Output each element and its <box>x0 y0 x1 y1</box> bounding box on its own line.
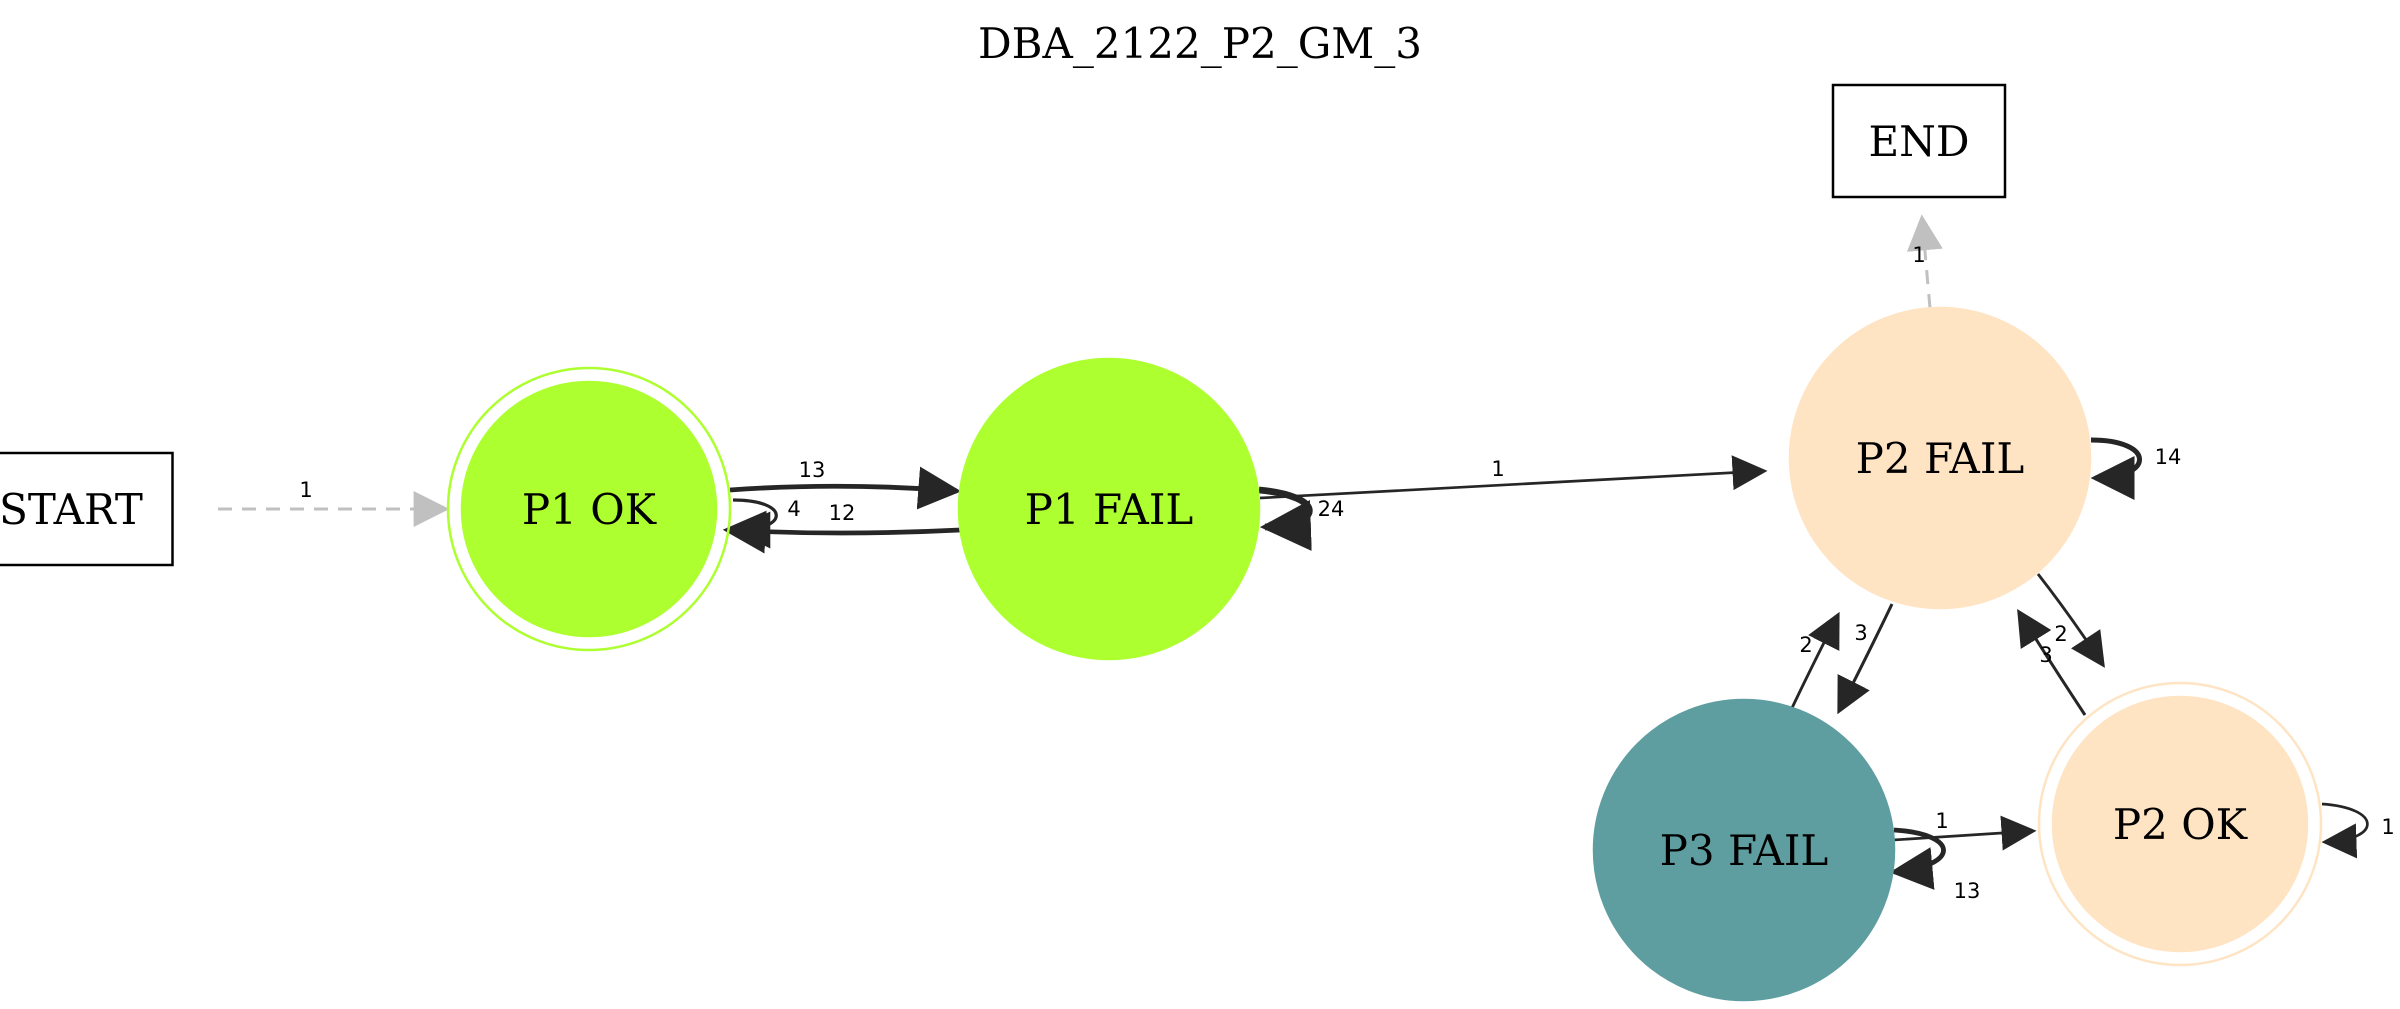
edge-label-p1ok-p1fail: 13 <box>799 458 826 482</box>
node-label-end: END <box>1868 117 1969 166</box>
node-end[interactable]: END <box>1831 83 2007 199</box>
edge-label-p3fail-self: 13 <box>1954 879 1981 903</box>
node-p2ok[interactable]: P2 OK <box>2037 681 2323 967</box>
edge-label-p3fail-p2ok: 1 <box>1935 809 1948 833</box>
node-start[interactable]: START <box>0 451 174 567</box>
edge-label-p2fail-end: 1 <box>1912 243 1925 267</box>
edge-p2fail-p3fail <box>1837 603 1894 715</box>
edge-p2fail-end <box>1906 214 1943 309</box>
edge-p3fail-p2ok <box>1892 815 2037 851</box>
edge-p3fail-self <box>1889 827 1946 890</box>
edge-p1fail-p2fail <box>1259 455 1768 500</box>
node-p3fail[interactable]: P3 FAIL <box>1592 698 1896 1002</box>
edge-label-p3fail-p2fail: 2 <box>1799 633 1812 657</box>
edge-p2ok-self <box>2321 802 2369 859</box>
edge-label-p2ok-p2fail: 3 <box>2039 643 2052 667</box>
node-label-p1fail: P1 FAIL <box>1025 485 1194 534</box>
node-label-p3fail: P3 FAIL <box>1660 826 1829 875</box>
edges-layer <box>218 214 2369 890</box>
node-label-start: START <box>0 485 143 534</box>
node-p1fail[interactable]: P1 FAIL <box>957 357 1261 661</box>
edge-p1fail-p1ok <box>722 510 961 554</box>
edge-p3fail-p2fail <box>1790 611 1840 709</box>
edge-label-start-p1ok: 1 <box>299 478 312 502</box>
edge-label-p2fail-p3fail: 3 <box>1854 621 1867 645</box>
diagram-title: DBA_2122_P2_GM_3 <box>978 19 1422 68</box>
edge-p1ok-self <box>732 498 778 549</box>
node-p2fail[interactable]: P2 FAIL <box>1788 306 2092 610</box>
edge-p2fail-p2ok <box>2036 573 2105 668</box>
node-label-p2ok: P2 OK <box>2113 800 2249 849</box>
edge-label-p1fail-p1ok: 12 <box>829 501 856 525</box>
edge-label-p2fail-p2ok: 2 <box>2054 622 2067 646</box>
nodes-layer: START END P1 OK P1 FAIL P2 FAIL P2 OK P3 FAIL <box>0 83 2323 1002</box>
edge-label-p1fail-p2fail: 1 <box>1491 457 1504 481</box>
edge-p1ok-p1fail <box>729 466 962 510</box>
edge-p2fail-self <box>2090 437 2142 500</box>
edge-p2ok-p2fail <box>2017 608 2087 716</box>
edge-label-p1fail-self: 24 <box>1318 497 1345 521</box>
node-label-p1ok: P1 OK <box>522 485 658 534</box>
edge-label-p1ok-self: 4 <box>787 497 800 521</box>
node-p1ok[interactable]: P1 OK <box>446 366 732 652</box>
node-label-p2fail: P2 FAIL <box>1856 434 2025 483</box>
edge-p1fail-self <box>1258 486 1313 551</box>
edge-label-p2ok-self: 1 <box>2381 815 2394 839</box>
edge-label-p2fail-self: 14 <box>2155 445 2182 469</box>
